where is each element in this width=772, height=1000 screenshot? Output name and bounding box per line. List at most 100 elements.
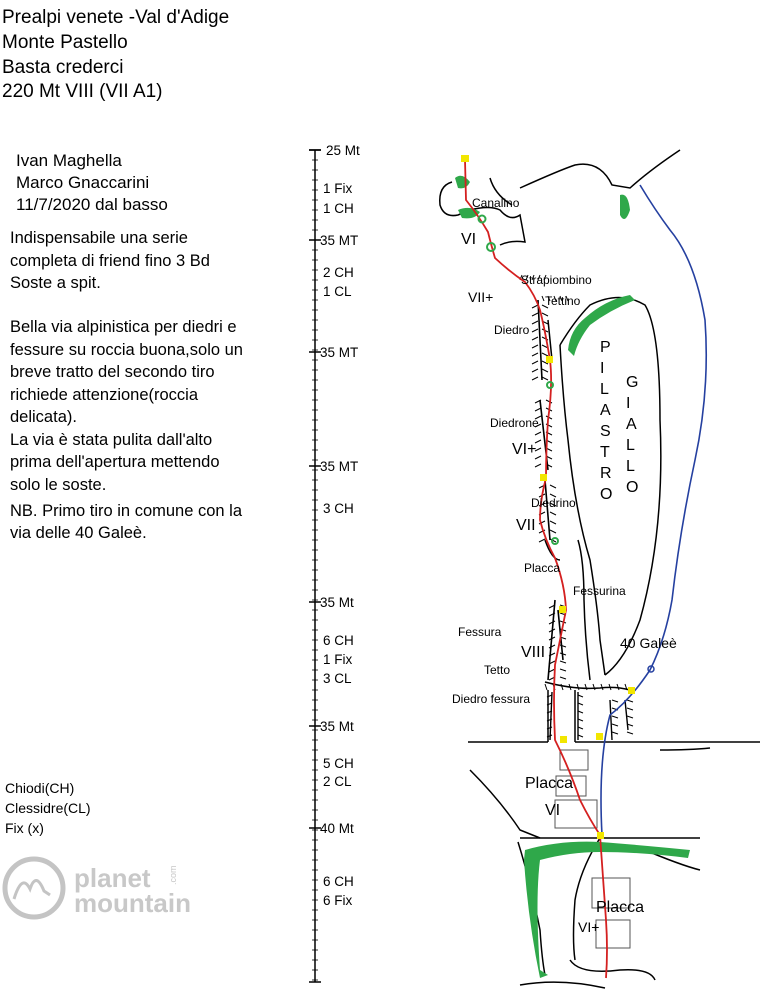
hatch [548, 604, 556, 609]
hatch [534, 463, 542, 468]
hatch [534, 431, 542, 436]
hatch [577, 694, 584, 698]
hatch [624, 683, 628, 691]
hatch [538, 529, 546, 534]
pitch-length: 35 Mt [320, 719, 354, 734]
hatch [531, 320, 539, 325]
gear-line-2: completa di friend fino 3 Bd [10, 252, 210, 270]
hatch [548, 652, 556, 657]
hatch [548, 660, 556, 665]
topo-labels: Canalino Strapiombino Tettino Diedro Die… [452, 196, 677, 935]
crack-hatches [537, 299, 629, 741]
fessurina-edge [577, 539, 591, 681]
belay-box-1 [559, 749, 589, 771]
hatch [549, 502, 557, 507]
desc-line-5: delicata). [10, 408, 77, 426]
label-diedrino: Diedrino [531, 496, 576, 510]
hatch [600, 683, 604, 691]
vegetation-patch-3 [620, 194, 630, 219]
hatch [611, 715, 619, 719]
hatch [565, 295, 569, 302]
vegetation-patch-4 [568, 295, 635, 356]
hatch [541, 312, 549, 317]
hatch [541, 376, 549, 381]
hatch [534, 399, 542, 404]
grade-pitch-5: VIII [521, 644, 545, 661]
pitch-length: 35 MT [320, 345, 358, 360]
hatch [531, 344, 539, 349]
pitch-gear: 2 CL [323, 774, 352, 789]
right-ledge [659, 747, 711, 751]
hatch [559, 676, 567, 680]
gear-line-3: Soste a spit. [10, 274, 101, 292]
hatch [531, 368, 539, 373]
first-ascent-date: 11/7/2020 dal basso [16, 195, 168, 214]
author-2: Marco Gnaccarini [16, 173, 150, 192]
label-diedrone: Diedrone [490, 416, 539, 430]
hatch [577, 726, 584, 730]
hatch [559, 628, 567, 632]
hatch [548, 612, 556, 617]
hatch [577, 734, 584, 738]
route-basta-crederci [464, 159, 608, 979]
belay-box-4 [591, 877, 631, 909]
hatch [531, 274, 535, 281]
pilastro-letter: A [600, 402, 611, 419]
grade-pitch-7: VI+ [578, 919, 599, 935]
pilastro-letter: R [600, 465, 612, 482]
pitch-gear: 1 CL [323, 284, 352, 299]
hatch [611, 731, 619, 735]
hatch [549, 484, 557, 489]
hatch [531, 376, 539, 381]
rock-block-top [439, 181, 471, 217]
hatch [626, 731, 634, 735]
hatch [626, 699, 634, 703]
hatch [531, 336, 539, 341]
hatch [546, 710, 553, 714]
pitch-length: 35 Mt [320, 595, 354, 610]
author-1: Ivan Maghella [16, 151, 122, 170]
hatch-marks [519, 274, 634, 738]
hatch [548, 644, 556, 649]
hatch [546, 702, 553, 706]
logo-text-mountain: mountain [74, 888, 190, 918]
vegetation-band-base [524, 841, 690, 978]
crag-name: Prealpi venete -Val d'Adige [2, 7, 230, 28]
hatch [531, 360, 539, 365]
hatch [534, 439, 542, 444]
label-diedro-fessura: Diedro fessura [452, 692, 530, 706]
pilastro-letter: S [600, 423, 611, 440]
hatch [559, 668, 567, 672]
hatch [547, 295, 551, 302]
pitch-gear: 3 CL [323, 671, 352, 686]
pitch-gear: 2 CH [323, 265, 354, 280]
hatch [608, 683, 612, 691]
legend-bolts: Fix (x) [5, 820, 44, 836]
hatch [537, 274, 541, 281]
route-40-galee [600, 184, 708, 836]
giallo-letter: L [626, 458, 635, 475]
hatch [538, 538, 546, 543]
hatch [544, 683, 548, 691]
hatch [611, 723, 619, 727]
logo-text-suffix: .com [168, 865, 178, 885]
belay-icon-6 [596, 733, 603, 740]
belay-icon-5 [560, 736, 567, 743]
label-fessura: Fessura [458, 625, 502, 639]
pitch-gear: 1 Fix [323, 181, 353, 196]
pitch-gear: 1 Fix [323, 652, 353, 667]
hatch [577, 702, 584, 706]
hatch [546, 694, 553, 698]
belay-icon-7 [628, 687, 635, 694]
label-tettino: Tettino [545, 294, 581, 308]
hatch [541, 368, 549, 373]
label-placca-mid: Placca [525, 775, 573, 792]
hatch [549, 529, 557, 534]
belay-icon-3 [540, 474, 547, 481]
giallo-letter: L [626, 437, 635, 454]
hatch [559, 295, 563, 302]
giallo-letter: I [626, 395, 630, 412]
